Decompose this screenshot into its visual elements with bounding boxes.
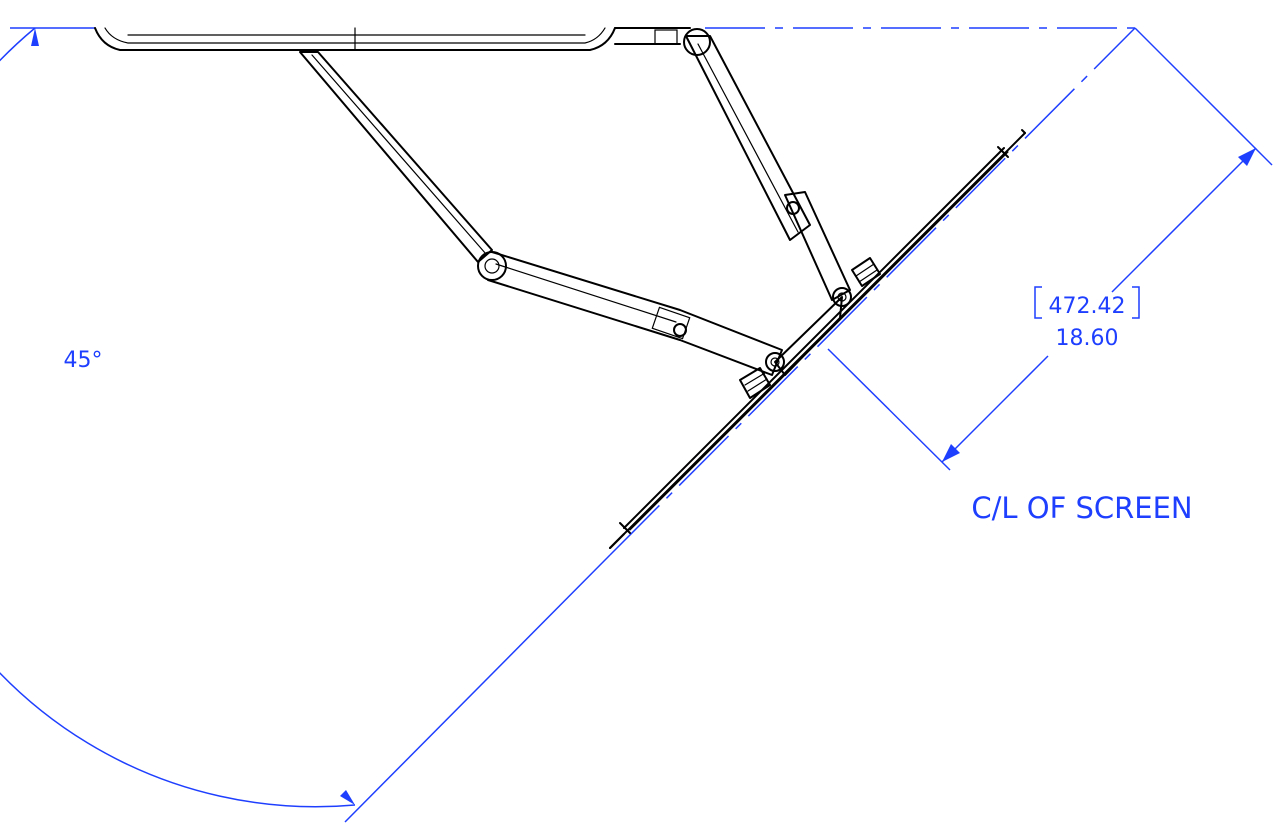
distance-dimension-line (1111, 147, 1257, 293)
dimension-lines (0, 27, 1273, 823)
screen-centerline (344, 554, 611, 823)
adjust-knob-left (739, 367, 771, 399)
ceiling-mount-housing (94, 27, 691, 51)
distance-imperial-label: 18.60 (1056, 326, 1119, 351)
centerline-label: C/L OF SCREEN (971, 491, 1192, 525)
distance-metric-label: 472.42 (1049, 294, 1126, 319)
mount-arms (299, 28, 852, 376)
screen-bracket (739, 257, 881, 399)
angle-arc (0, 27, 356, 808)
adjust-knob-right (851, 257, 881, 287)
angle-label: 45° (64, 348, 103, 373)
screen-panel (609, 129, 1026, 549)
